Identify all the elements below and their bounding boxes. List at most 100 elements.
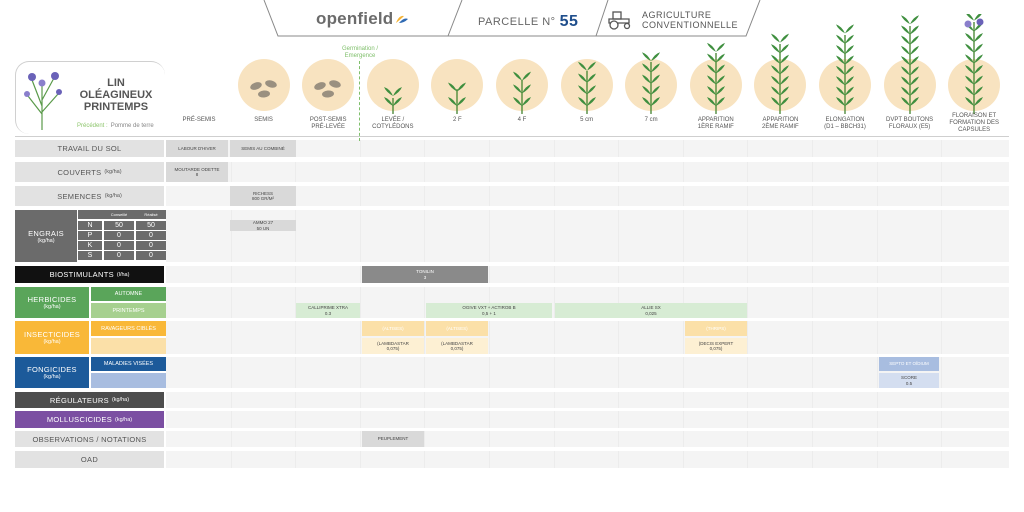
plant-icon [836,24,854,114]
herbicides-unit: (kg/ha) [43,304,61,310]
stage-label-6[interactable]: 5 cm [556,117,618,124]
column-divider [295,392,297,408]
engrais-unit: (kg/ha) [37,237,55,244]
column-divider [553,451,555,468]
row-label-engrais: ENGRAIS(kg/ha) [15,210,77,262]
parcel-label: PARCELLE N° [478,16,556,28]
parcel-indicator: PARCELLE N°55 [478,12,578,30]
stage-text-l2: FLORAUX (E5) [888,124,931,130]
sub-insect-products [91,338,166,354]
parcel-number: 55 [559,13,579,30]
column-divider [230,411,232,428]
conseille-text: Conseillé [110,212,128,217]
stage-label-4[interactable]: 2 F [426,117,488,124]
row-molluscicides [166,411,1009,428]
altises-1-text: (ALTISES) [382,325,404,331]
engrais-label: ENGRAIS [28,228,64,238]
header-banner [262,0,762,37]
column-divider [359,451,361,468]
column-divider [359,392,361,408]
row-label-semences: SEMENCES(kg/ha) [15,186,164,206]
nutrient-done-p-text: 0 [149,232,153,239]
column-divider [812,431,813,447]
plant-icon [900,15,919,114]
row-label-regulateurs: RÉGULATEURS(kg/ha) [15,392,164,408]
stage-text-l2: PRÉ-LEVÉE [311,124,346,130]
column-divider [553,140,555,157]
column-divider [618,431,620,447]
column-divider [424,392,426,408]
richess-dose: 800 GR/M² [251,196,274,201]
stage-label-1[interactable]: SEMIS [233,117,295,124]
cell-altises-1[interactable]: (ALTISES) [362,321,424,336]
column-divider [941,287,943,318]
lambdastar-2-name: (LAMBDASTAR [441,340,473,346]
crop-title-box [15,61,165,134]
column-divider [941,162,943,182]
column-divider [812,210,813,262]
cell-altises-2[interactable]: (ALTISES) [426,321,488,336]
column-divider [424,210,426,262]
column-divider [682,451,684,468]
row-engrais [166,210,1009,262]
stage-label-0[interactable]: PRÉ-SEMIS [168,117,230,124]
column-divider [747,321,749,354]
column-divider [424,140,426,157]
couverts-label: COUVERTS [57,167,102,177]
column-divider [489,431,490,447]
row-label-couverts: COUVERTS(kg/ha) [15,162,164,182]
column-divider [295,431,297,447]
stage-label-5[interactable]: 4 F [491,117,553,124]
stage-label-10[interactable]: ELONGATION(D1 – BBCH31) [814,117,876,131]
column-divider [682,321,684,354]
germination-line2: Emergence [344,53,376,59]
cell-semis-combine[interactable]: SEMIS AU COMBINÉ [230,140,296,157]
column-divider [489,392,490,408]
allie-dose: 0,025 [645,310,657,316]
column-divider [941,210,943,262]
nutrient-n-text: N [87,222,93,229]
emergence-line [359,61,360,141]
row-observations [166,431,1009,447]
stage-label-7[interactable]: 7 cm [620,117,682,124]
column-divider [359,266,361,283]
column-divider [230,451,232,468]
labour-text: LABOUR D'HIVER [178,145,216,151]
cell-septo[interactable]: SEPTO ET OÏDIUM [879,357,939,371]
column-divider [682,162,684,182]
stage-text-l1: SEMIS [254,117,273,123]
column-divider [489,321,490,354]
cell-peuplement[interactable]: PEUPLEMENT [362,431,424,447]
nutrient-advised-k-text: 0 [117,242,121,249]
row-label-molluscicides: MOLLUSCICIDES(kg/ha) [15,411,164,428]
column-divider [747,186,749,206]
column-divider [682,266,684,283]
column-divider [682,140,684,157]
cell-thrips[interactable]: (THRIPS) [685,321,747,336]
column-divider [618,321,620,354]
column-divider [489,411,490,428]
score-name: SCORE [900,375,917,380]
nutrient-advised-p: 0 [104,231,134,240]
column-divider [489,210,490,262]
cell-labour[interactable]: LABOUR D'HIVER [166,140,228,157]
stage-label-3[interactable]: LEVÉE /COTYLÉDONS [362,117,424,131]
stage-text-l1: LEVÉE / [381,117,405,123]
insecticides-unit: (kg/ha) [43,339,61,345]
